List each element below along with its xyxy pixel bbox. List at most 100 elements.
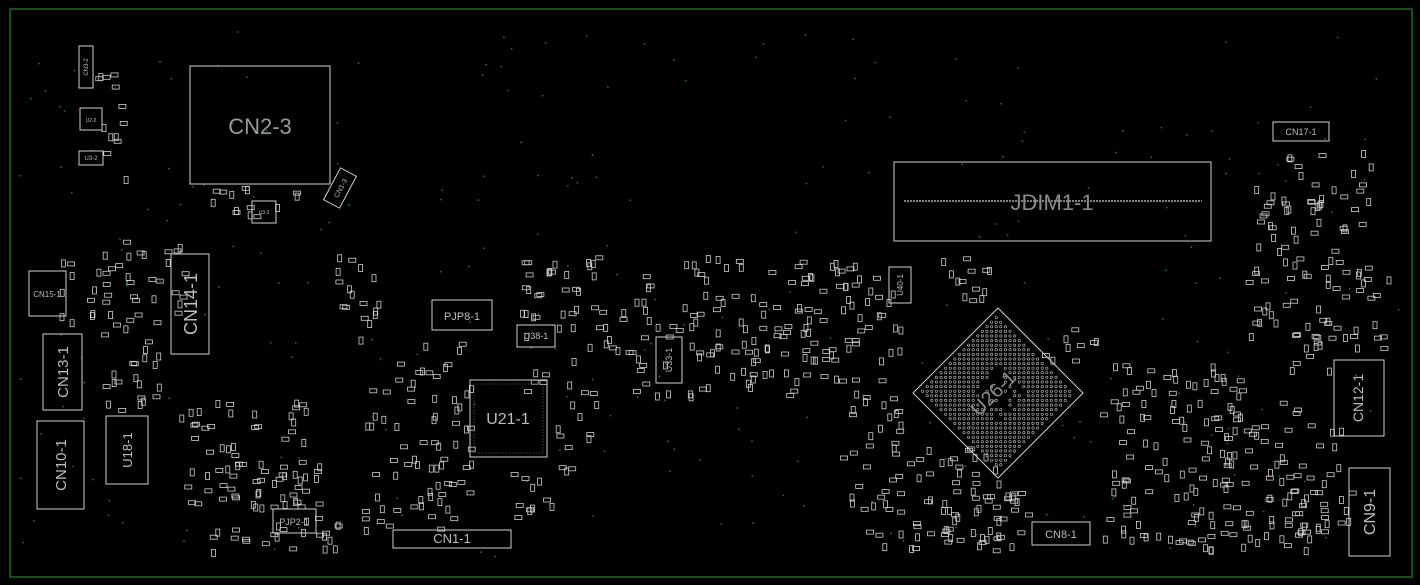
bga-ball: [948, 412, 952, 416]
via: [440, 198, 442, 201]
smd-pad: [204, 488, 213, 494]
bga-ball: [980, 412, 984, 416]
bga-ball: [980, 348, 984, 352]
bga-ball: [1013, 334, 1017, 338]
smd-pad: [996, 517, 1002, 526]
smd-pad: [655, 392, 660, 401]
component-cn13-1[interactable]: CN13-1: [42, 333, 83, 411]
bga-ball: [976, 444, 980, 448]
smd-pad: [152, 361, 158, 369]
bga-ball: [971, 339, 975, 343]
smd-pad: [1005, 492, 1011, 501]
smd-pad: [1239, 388, 1247, 394]
smd-pad: [971, 471, 980, 477]
bga-ball: [976, 412, 980, 416]
smd-pad: [877, 494, 886, 500]
smd-pad: [437, 526, 446, 532]
component-u21-1[interactable]: U21-1: [469, 379, 548, 458]
smd-pad: [743, 325, 748, 334]
smd-pad: [173, 248, 182, 254]
smd-pad: [876, 312, 882, 321]
smd-pad: [1254, 266, 1260, 275]
component-cn17-1[interactable]: CN17-1: [1272, 121, 1330, 142]
component-cn8-1[interactable]: CN8-1: [1031, 521, 1091, 546]
smd-pad: [317, 463, 323, 472]
via: [591, 154, 594, 157]
smd-pad: [697, 272, 706, 278]
via: [1125, 505, 1128, 508]
component-u33-1[interactable]: U33-1: [655, 336, 683, 384]
bga-ball: [967, 398, 971, 402]
smd-pad: [857, 275, 862, 284]
smd-pad: [1318, 153, 1327, 158]
smd-pad: [586, 432, 595, 437]
component-u2-2[interactable]: U2-2: [79, 107, 103, 131]
via: [591, 378, 594, 381]
bga-ball: [985, 421, 989, 425]
bga-ball: [1045, 366, 1049, 370]
smd-pad: [730, 372, 736, 381]
component-u3-2[interactable]: U3-2: [78, 150, 104, 166]
smd-pad: [950, 456, 958, 462]
smd-pad: [102, 384, 111, 390]
smd-pad: [1279, 460, 1288, 465]
smd-pad: [410, 504, 419, 510]
bga-ball: [1008, 357, 1012, 361]
component-pjp8-1[interactable]: PJP8-1: [431, 299, 493, 331]
bga-ball: [1003, 339, 1007, 343]
bga-ball: [1026, 398, 1030, 402]
component-cn14-1[interactable]: CN14-1: [170, 253, 210, 355]
component-u38-1[interactable]: U38-1: [516, 324, 556, 348]
component-cn15-1[interactable]: CN15-1: [28, 270, 67, 317]
smd-pad: [741, 367, 746, 376]
smd-pad: [1201, 456, 1210, 462]
smd-pad: [118, 104, 127, 109]
via: [1121, 130, 1124, 132]
smd-pad: [95, 76, 104, 82]
smd-pad: [1282, 201, 1290, 207]
smd-pad: [1302, 522, 1307, 531]
smd-pad: [684, 261, 690, 270]
component-jdim1-1[interactable]: JDIM1-1: [893, 161, 1212, 242]
smd-pad: [1311, 182, 1320, 188]
via: [643, 349, 646, 351]
component-u3-3[interactable]: U3-3: [251, 200, 277, 224]
via: [1178, 392, 1180, 395]
component-cn2-3[interactable]: CN2-3: [189, 65, 331, 185]
component-cn1-1[interactable]: CN1-1: [392, 529, 512, 549]
component-u40-1[interactable]: U40-1: [888, 266, 912, 304]
smd-pad: [675, 328, 684, 334]
smd-pad: [232, 495, 241, 501]
via: [762, 43, 765, 46]
smd-pad: [1282, 302, 1291, 308]
bga-ball: [994, 421, 998, 425]
component-pjp2-1[interactable]: PJP2-1: [272, 508, 317, 534]
smd-pad: [1368, 163, 1374, 172]
via: [803, 348, 805, 351]
smd-pad: [174, 310, 183, 316]
smd-pad: [467, 446, 476, 452]
via: [294, 342, 297, 344]
component-cn12-1[interactable]: CN12-1: [1333, 359, 1385, 437]
bga-ball: [1003, 421, 1007, 425]
via: [166, 219, 169, 222]
via: [1194, 282, 1197, 284]
component-cn10-1[interactable]: CN10-1: [36, 420, 85, 510]
via: [510, 47, 513, 50]
smd-pad: [430, 440, 439, 446]
smd-pad: [419, 440, 428, 446]
bga-ball: [971, 417, 975, 421]
bga-ball: [994, 426, 998, 430]
bga-ball: [971, 366, 975, 370]
component-u18-1[interactable]: U18-1: [105, 415, 149, 485]
smd-pad: [915, 533, 920, 542]
smd-pad: [749, 372, 758, 378]
component-cn9-1[interactable]: CN9-1: [1348, 467, 1391, 557]
smd-pad: [1208, 546, 1214, 555]
smd-pad: [1252, 271, 1260, 277]
via: [530, 347, 533, 349]
component-cn3-2[interactable]: CN3-2: [78, 45, 94, 89]
smd-pad: [1210, 521, 1216, 530]
bga-ball: [1026, 408, 1030, 412]
via: [1110, 377, 1112, 380]
